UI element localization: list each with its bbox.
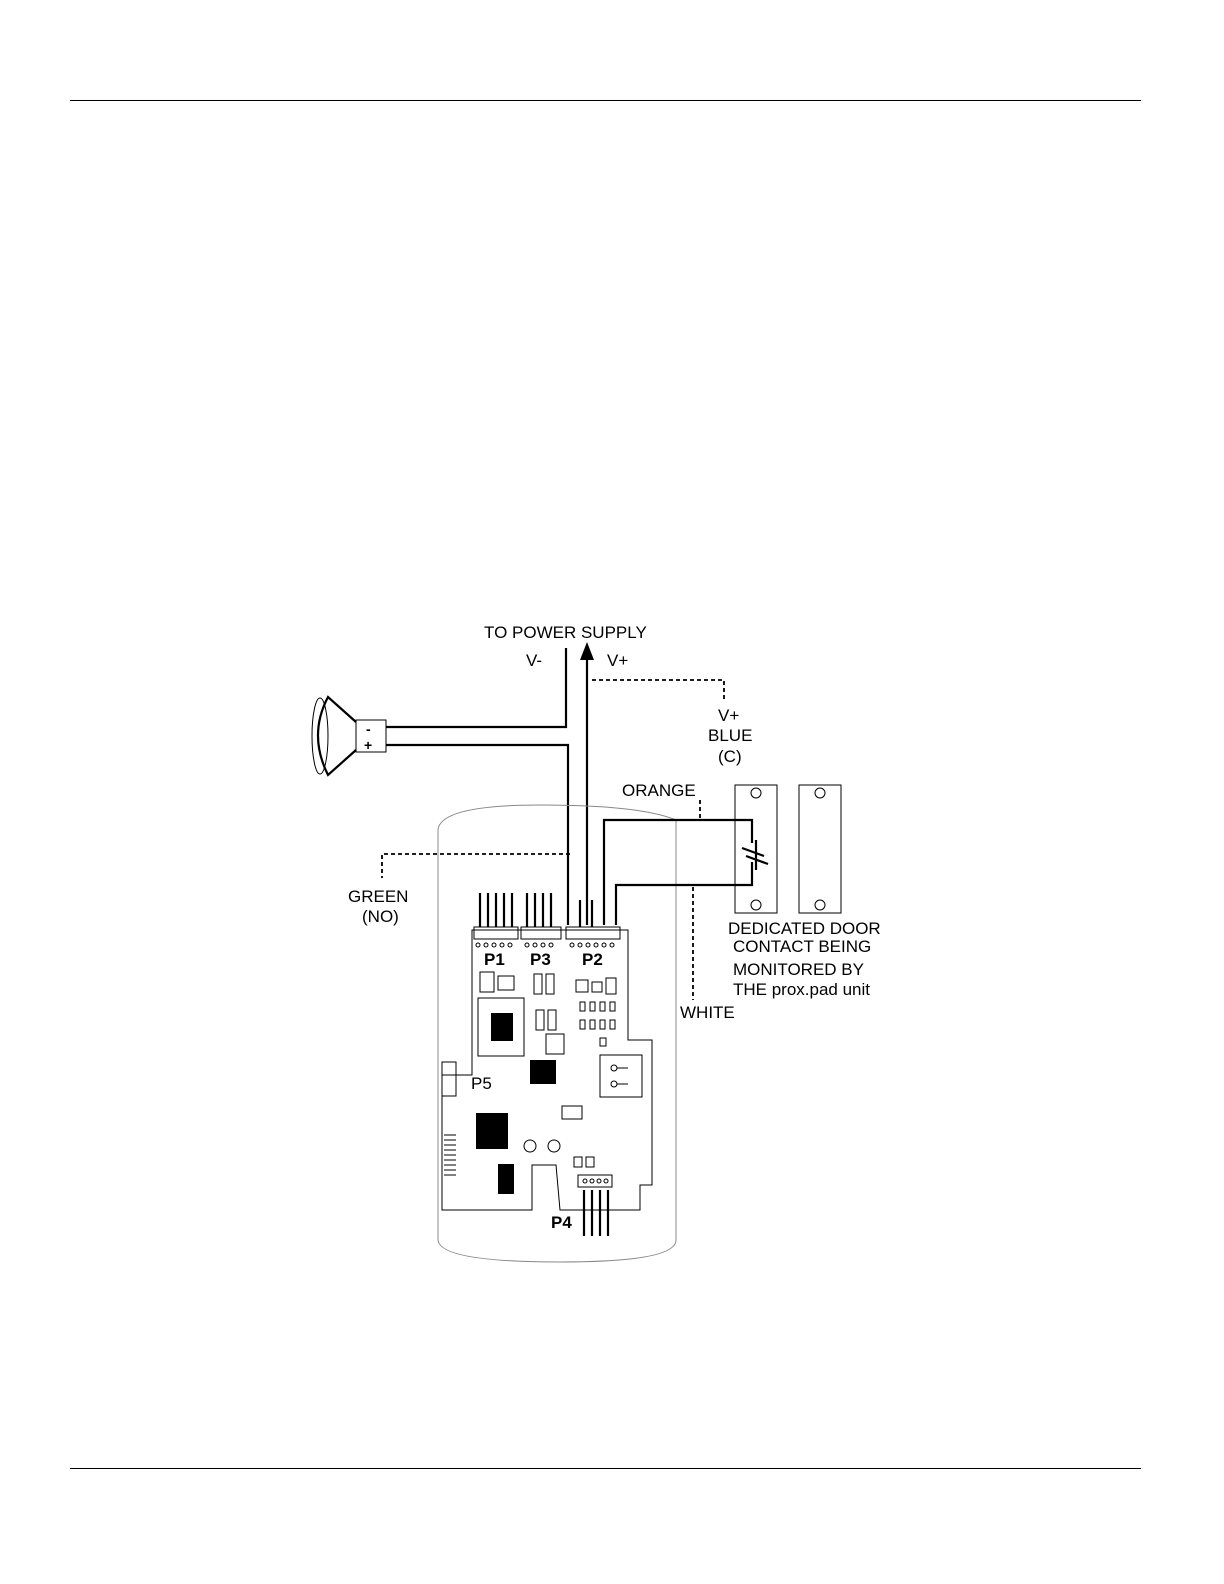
contact-switch-icon [742,848,764,856]
p4-label: P4 [551,1213,572,1232]
p5-label: P5 [471,1074,492,1093]
green-wire [382,854,570,878]
door-text-line1: DEDICATED DOOR [728,919,881,938]
door-contact-switch [799,785,841,913]
blue-wire [592,680,724,700]
p3-header [521,893,561,939]
header-pins [476,943,614,947]
p2-header [566,900,620,939]
blue-v-plus-label: V+ [718,706,739,725]
white-label: WHITE [680,1003,735,1022]
door-text-line2: CONTACT BEING [733,937,871,956]
c-label: (C) [718,747,742,766]
blue-label: BLUE [708,726,752,745]
door-text-line4: THE prox.pad unit [733,980,870,999]
white-wire [616,862,752,925]
orange-label: ORANGE [622,781,696,800]
v-minus-wire [386,745,568,925]
door-text-line3: MONITORED BY [733,960,864,979]
v-plus-label: V+ [607,651,628,670]
orange-wire [604,820,752,925]
speaker-plus-label: + [364,737,372,753]
speaker-icon: - + [312,697,386,775]
p1-header [474,893,518,939]
p4-pins [584,1190,608,1236]
speaker-minus-label: - [366,721,371,737]
no-label: (NO) [362,907,399,926]
p1-label: P1 [484,950,505,969]
green-label: GREEN [348,887,408,906]
p2-label: P2 [582,950,603,969]
v-minus-label: V- [526,651,542,670]
power-supply-label: TO POWER SUPPLY [484,623,647,642]
p3-label: P3 [530,950,551,969]
up-arrow-icon [580,642,594,660]
